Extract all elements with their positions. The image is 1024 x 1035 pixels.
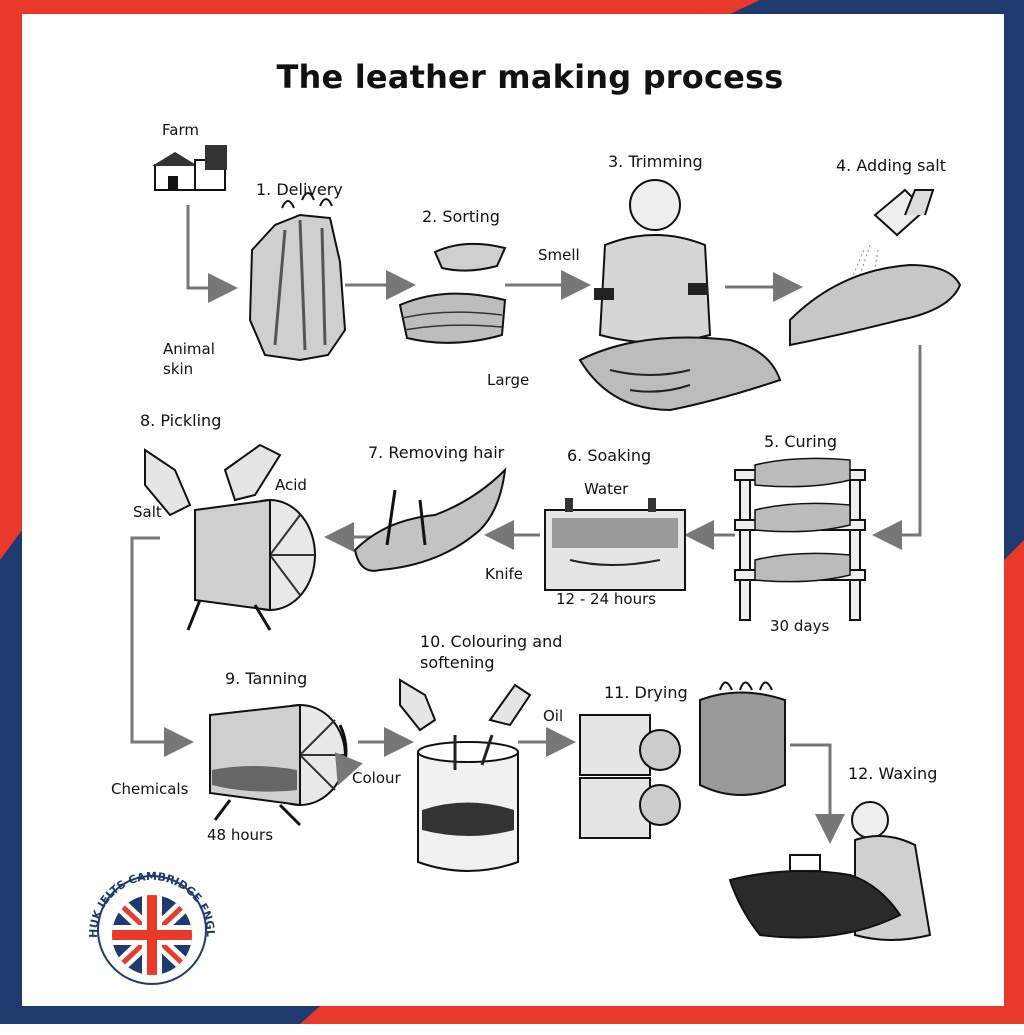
farm-label: Farm [162,121,199,139]
arrow-8-to-9 [130,536,194,757]
colouring-vat-illustration [399,678,532,872]
step-6-label: 6. Soaking [567,446,652,465]
logo-emblem [97,875,207,985]
arrow-11-to-12 [790,743,845,844]
step-5-label: 5. Curing [764,432,837,451]
tan-time-label: 48 hours [207,826,274,844]
step-2-label: 2. Sorting [422,207,500,226]
logo-brand-text: LINHUK IELTS CAMBRIDGE ENGLISH [52,835,217,938]
sorted-skins-illustration [398,242,507,344]
step-12-label: 12. Waxing [848,764,938,783]
acid-label: Acid [275,476,307,494]
step-10-label-line2: softening [420,653,495,672]
step-1-label: 1. Delivery [256,180,343,199]
farm-icon [152,145,227,191]
hanging-skin-illustration [248,192,347,362]
step-4-label: 4. Adding salt [836,156,947,175]
water-label: Water [584,480,629,498]
tanning-drum-illustration [209,703,363,827]
trimming-worker-illustration [578,179,782,412]
step-3-label: 3. Trimming [608,152,703,171]
waxing-worker-illustration [728,801,932,941]
svg-text:LINHUK IELTS CAMBRIDGE ENGLISH: LINHUK IELTS CAMBRIDGE ENGLISH [52,835,217,938]
salt-shaker-illustration [789,188,962,347]
removing-hair-illustration [353,467,507,572]
step-7-label: 7. Removing hair [368,443,505,462]
soaking-tank-illustration [544,498,686,591]
step-10-label-line1: 10. Colouring and [420,632,563,651]
animal-skin-label-line1: Animal [163,340,215,358]
soak-time-label: 12 - 24 hours [556,590,657,608]
step-8-label: 8. Pickling [140,411,222,430]
cure-time-label: 30 days [770,617,830,635]
step-9-label: 9. Tanning [225,669,308,688]
drying-machines-illustration [579,681,786,839]
step-11-label: 11. Drying [604,683,688,702]
arrow-farm-to-delivery [186,205,238,303]
knife-label: Knife [485,565,524,583]
animal-skin-label-line2: skin [163,360,194,378]
uk-flag-icon [112,895,192,975]
oil-label: Oil [543,707,564,725]
pickling-barrel-illustration [144,443,316,631]
smell-label: Smell [538,246,580,264]
curing-rack-illustration [734,457,866,621]
salt-label: Salt [133,503,162,521]
arrow-4-to-5 [872,345,922,550]
chemicals-label: Chemicals [111,780,189,798]
colour-label: Colour [352,769,401,787]
large-label: Large [487,371,530,389]
page-title: The leather making process [276,58,784,96]
